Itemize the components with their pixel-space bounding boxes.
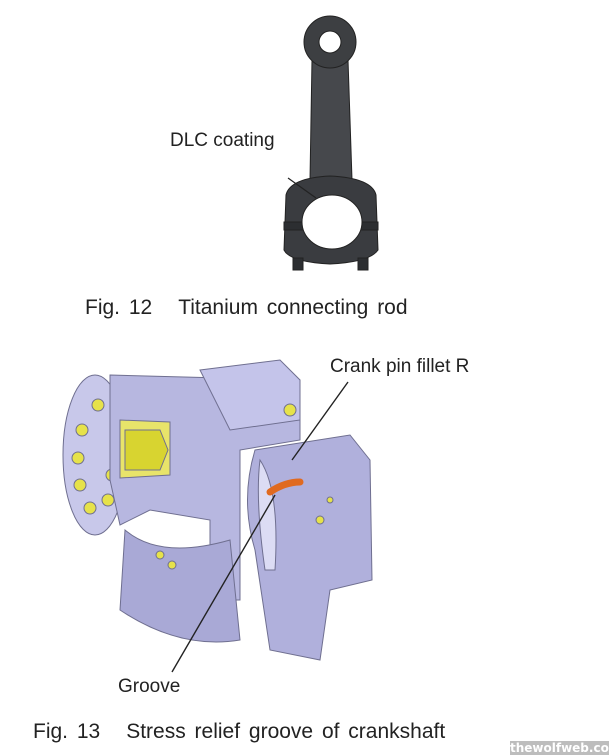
groove-callout-line (171, 494, 276, 673)
figure-12-number: Fig. 12 (85, 296, 153, 319)
dlc-callout-line (287, 177, 317, 199)
crankshaft-illustration (62, 359, 373, 673)
dlc-coating-label: DLC coating (170, 130, 275, 151)
figure-12-caption: Fig. 12 Titanium connecting rod (85, 296, 408, 320)
groove-highlight (266, 478, 304, 496)
figure-12-title: Titanium connecting rod (178, 296, 408, 319)
groove-label: Groove (118, 676, 181, 697)
figure-13-title: Stress relief groove of crankshaft (126, 720, 446, 743)
figure-13-caption: Fig. 13 Stress relief groove of crankshaf… (33, 720, 445, 744)
watermark: thewolfweb.com (510, 741, 609, 755)
connecting-rod-illustration (283, 15, 379, 271)
fillet-callout-line (291, 381, 349, 461)
figure-13-number: Fig. 13 (33, 720, 101, 743)
crank-pin-fillet-label: Crank pin fillet R (330, 356, 470, 377)
